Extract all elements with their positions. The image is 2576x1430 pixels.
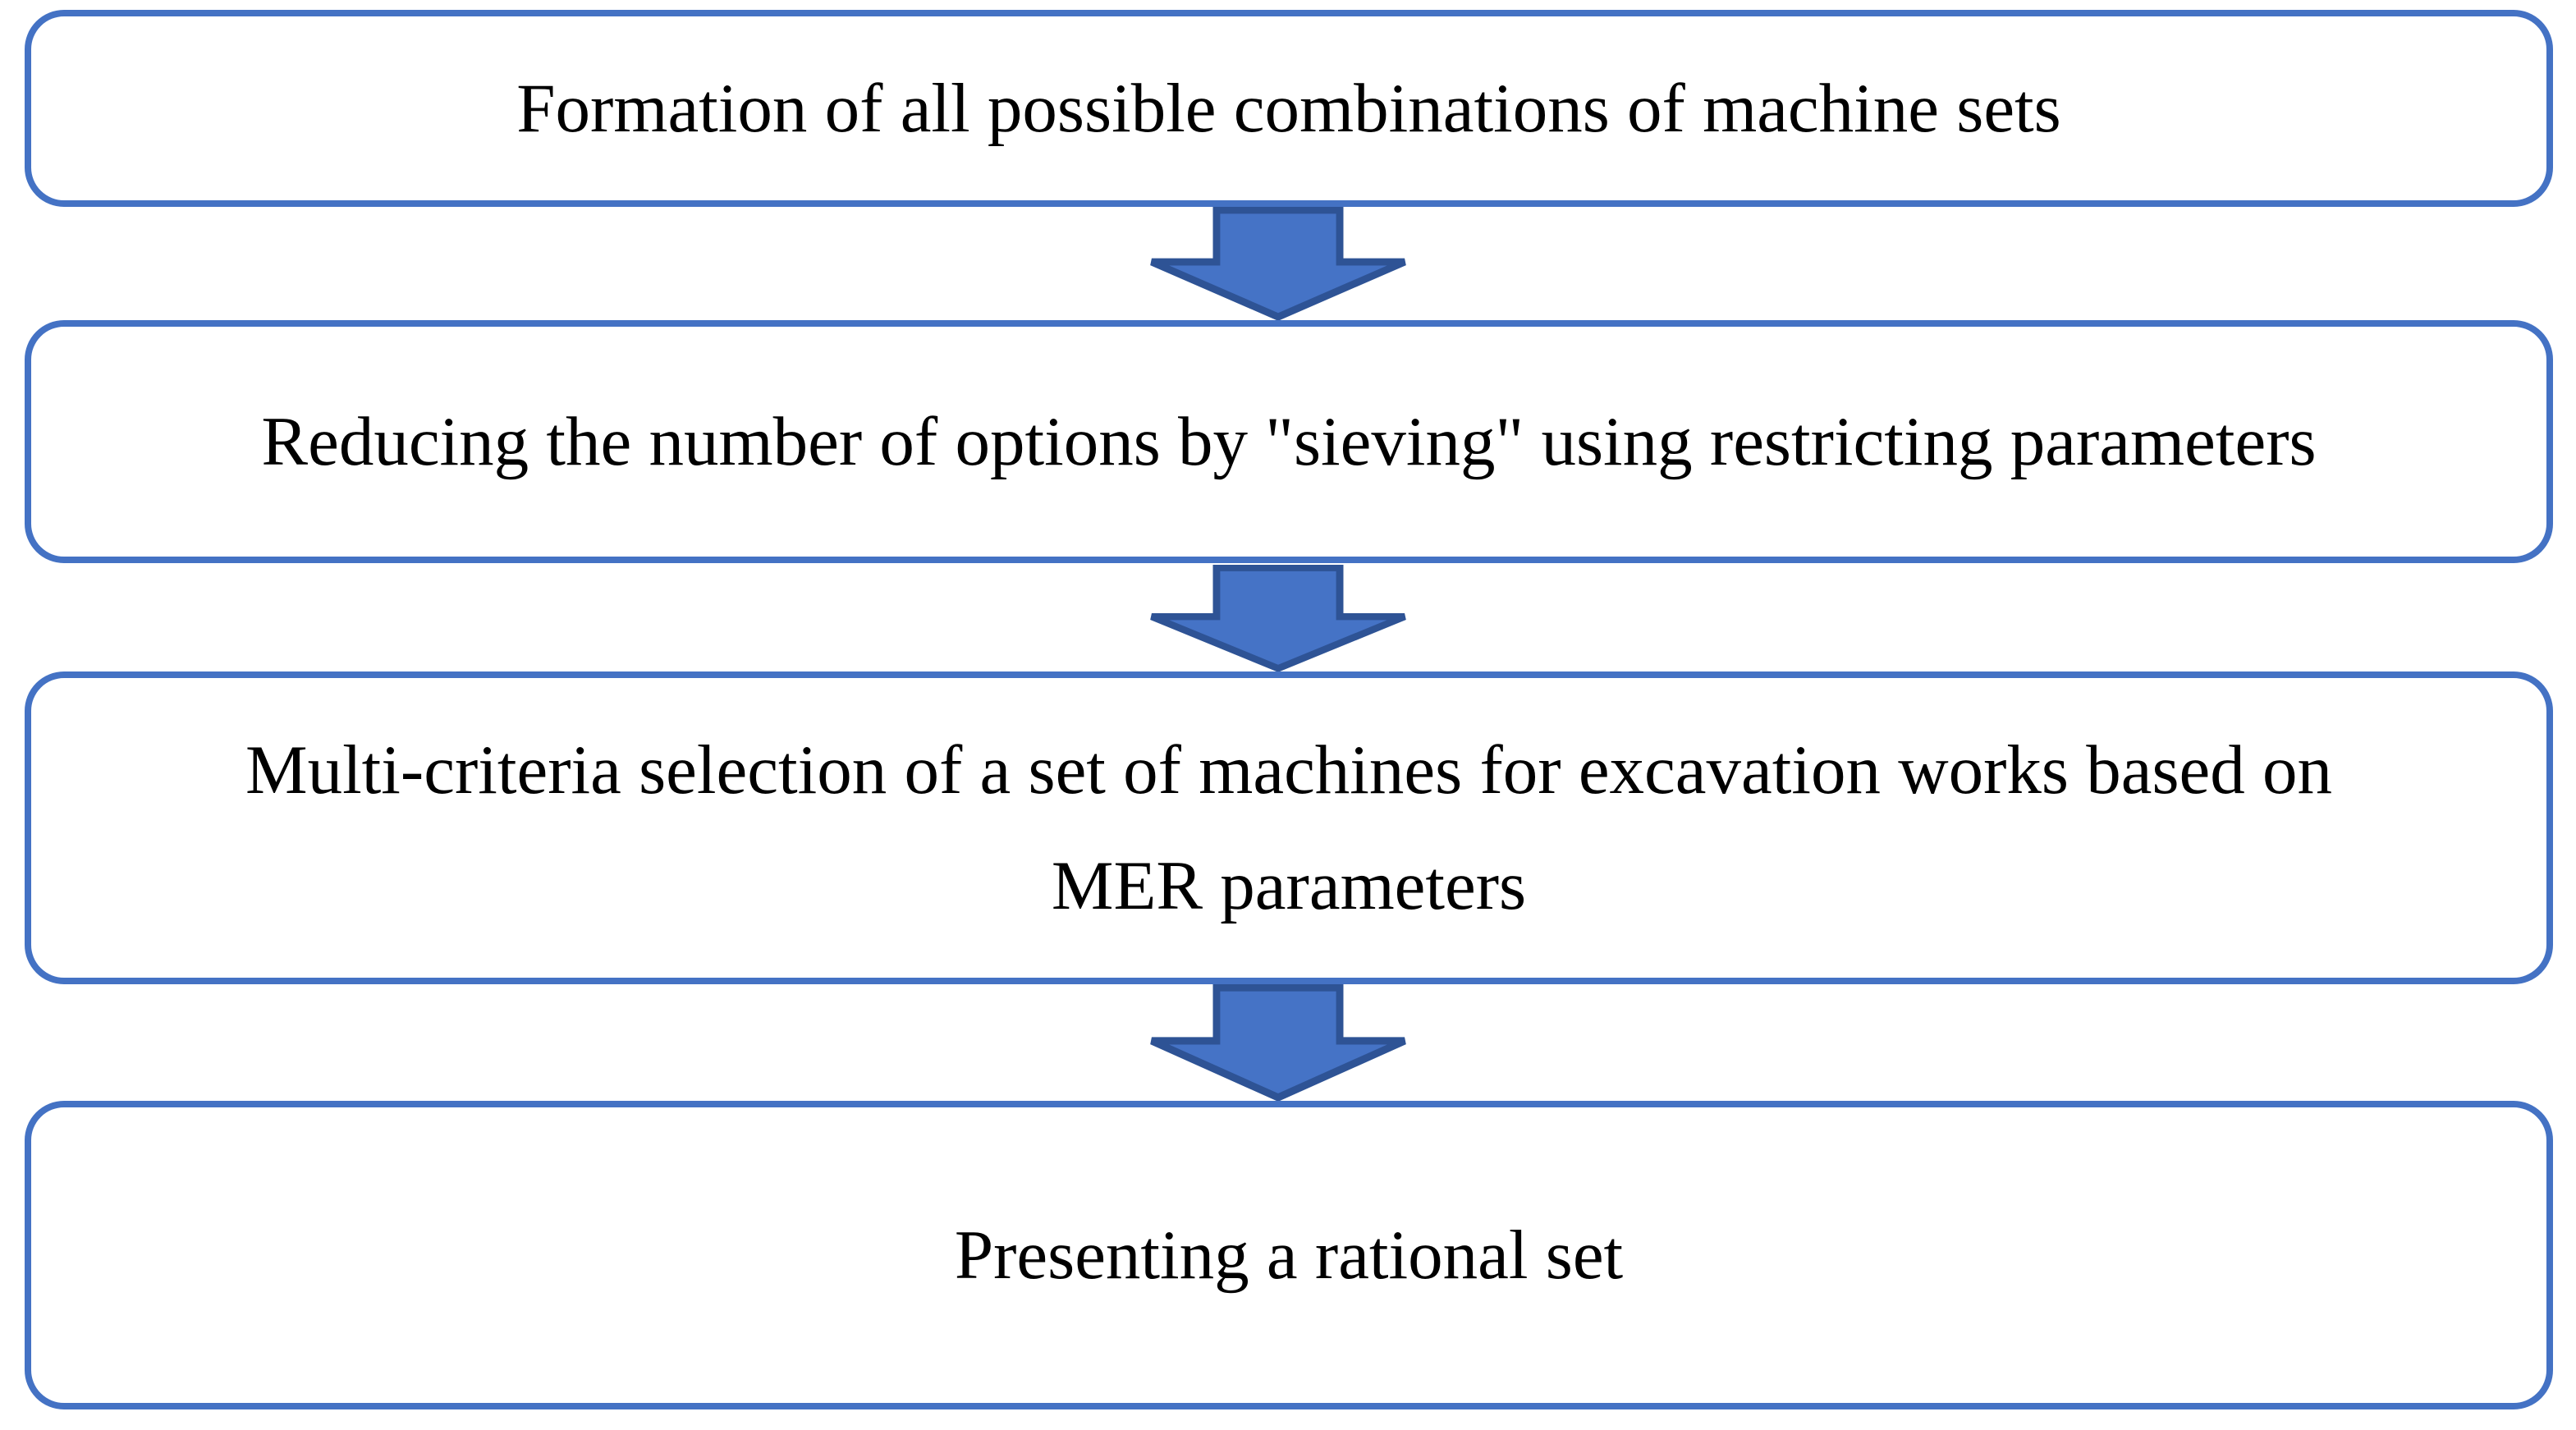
down-arrow-3 [1148,984,1408,1101]
flow-step-4-box: Presenting a rational set [25,1101,2553,1409]
flow-step-4-label: Presenting a rational set [954,1216,1624,1294]
flow-step-3-box: Multi-criteria selection of a set of mac… [25,671,2553,984]
flow-step-2-box: Reducing the number of options by "sievi… [25,320,2553,563]
flow-step-2-label: Reducing the number of options by "sievi… [261,402,2317,480]
flow-step-1-label: Formation of all possible combinations o… [516,69,2061,147]
down-arrow-2 [1148,565,1408,671]
flow-step-3-label: Multi-criteria selection of a set of mac… [245,731,2333,924]
down-arrow-1 [1148,207,1408,320]
flow-step-1-box: Formation of all possible combinations o… [25,10,2553,207]
